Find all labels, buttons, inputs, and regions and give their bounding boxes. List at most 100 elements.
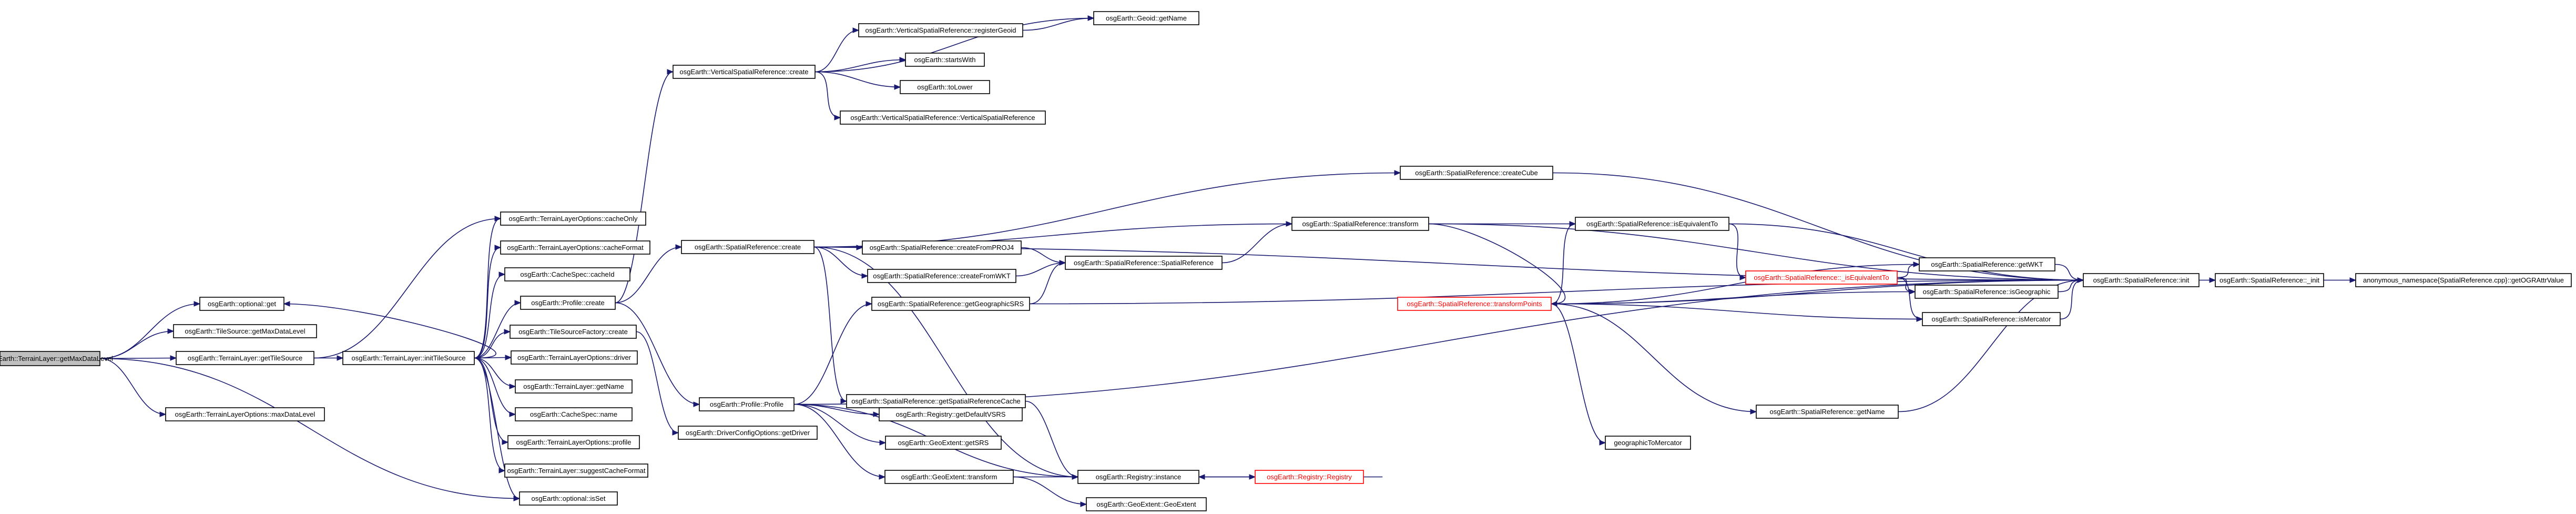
call-edge xyxy=(814,29,859,73)
call-edge xyxy=(615,71,674,304)
call-edge xyxy=(1728,223,1746,278)
call-edge xyxy=(313,218,501,359)
function-node[interactable]: osgEarth::Registry::getDefaultVSRS xyxy=(879,407,1023,421)
function-node[interactable]: osgEarth::Geoid::getName xyxy=(1093,11,1199,25)
call-edge-arrowhead xyxy=(1569,221,1576,227)
function-node[interactable]: osgEarth::SpatialReference::isEquivalent… xyxy=(1575,217,1729,231)
function-node[interactable]: osgEarth::GeoExtent::transform xyxy=(884,470,1014,484)
function-node[interactable]: osgEarth::optional::isSet xyxy=(519,491,618,506)
call-edge xyxy=(1551,303,1606,444)
function-node-box xyxy=(678,426,818,440)
function-node-label: osgEarth::SpatialReference::createFromWK… xyxy=(873,272,1011,280)
call-edge xyxy=(793,404,886,444)
call-edge xyxy=(474,357,508,443)
function-node-box xyxy=(681,240,814,254)
call-edge-arrowhead xyxy=(1072,474,1079,480)
function-node[interactable]: osgEarth::SpatialReference::getGeographi… xyxy=(871,297,1030,311)
call-edge-arrowhead xyxy=(159,411,167,417)
function-node-box xyxy=(1077,470,1199,484)
call-edge-arrowhead xyxy=(852,27,860,33)
call-edge-arrowhead xyxy=(1599,440,1606,446)
function-node[interactable]: osgEarth::SpatialReference::SpatialRefer… xyxy=(1065,256,1223,270)
call-edge xyxy=(474,247,501,359)
call-edge xyxy=(283,303,496,359)
function-node[interactable]: osgEarth::SpatialReference::transformPoi… xyxy=(1397,297,1552,311)
call-edge-arrowhead xyxy=(899,57,907,63)
function-node[interactable]: osgEarth::SpatialReference::create xyxy=(681,240,814,254)
function-node-box xyxy=(165,407,325,421)
function-node-label: osgEarth::SpatialReference::isGeographic xyxy=(1923,288,2051,296)
call-edge-arrowhead xyxy=(283,301,290,307)
call-edge-arrowhead xyxy=(879,440,887,446)
function-node[interactable]: osgEarth::VerticalSpatialReference::Vert… xyxy=(840,110,1046,125)
function-node[interactable]: osgEarth::SpatialReference::getSpatialRe… xyxy=(846,394,1026,408)
function-node[interactable]: geographicToMercator xyxy=(1605,436,1691,450)
function-node[interactable]: osgEarth::toLower xyxy=(900,80,990,94)
function-node-box xyxy=(519,491,618,506)
function-node[interactable]: osgEarth::TerrainLayer::getName xyxy=(515,379,633,394)
function-node[interactable]: osgEarth::SpatialReference::_isEquivalen… xyxy=(1745,270,1898,285)
function-node-box xyxy=(846,394,1026,408)
function-node-label: anonymous_namespace{SpatialReference.cpp… xyxy=(2363,276,2564,284)
function-node[interactable]: osgEarth::startsWith xyxy=(905,53,985,67)
function-node[interactable]: osgEarth::DriverConfigOptions::getDriver xyxy=(678,426,818,440)
function-node[interactable]: osgEarth::VerticalSpatialReference::regi… xyxy=(858,23,1023,37)
function-node[interactable]: osgEarth::CacheSpec::name xyxy=(515,407,633,421)
function-node-label: osgEarth::Registry::Registry xyxy=(1267,473,1352,481)
function-node-box xyxy=(510,325,637,339)
call-edge-arrowhead xyxy=(1750,409,1757,415)
function-node[interactable]: osgEarth::TileSource::getMaxDataLevel xyxy=(173,324,317,338)
function-node[interactable]: osgEarth::TerrainLayerOptions::cacheForm… xyxy=(500,240,650,255)
function-node-label: osgEarth::TerrainLayer::suggestCacheForm… xyxy=(507,467,645,475)
function-node-box xyxy=(520,296,616,310)
function-node-label: osgEarth::TerrainLayerOptions::cacheOnly xyxy=(509,215,638,223)
function-node[interactable]: osgEarth::optional::get xyxy=(199,297,284,311)
function-node[interactable]: osgEarth::Registry::instance xyxy=(1077,470,1199,484)
function-node-label: osgEarth::SpatialReference::isEquivalent… xyxy=(1586,220,1718,228)
function-node[interactable]: osgEarth::TileSourceFactory::create xyxy=(510,325,637,339)
function-node[interactable]: osgEarth::TerrainLayerOptions::driver xyxy=(511,350,638,365)
function-node[interactable]: osgEarth::Profile::create xyxy=(520,296,616,310)
function-node-label: osgEarth::TerrainLayerOptions::cacheForm… xyxy=(507,244,644,251)
function-node-box xyxy=(1255,470,1364,484)
function-node[interactable]: osgEarth::Registry::Registry xyxy=(1255,470,1364,484)
function-node-label: osgEarth::SpatialReference::_init xyxy=(2219,276,2319,284)
function-node[interactable]: osgEarth::SpatialReference::isMercator xyxy=(1922,312,2061,326)
function-node[interactable]: osgEarth::GeoExtent::GeoExtent xyxy=(1086,497,1207,511)
function-node[interactable]: osgEarth::TerrainLayerOptions::profile xyxy=(507,435,640,449)
function-node[interactable]: osgEarth::SpatialReference::transform xyxy=(1291,217,1429,231)
function-node-label: osgEarth::SpatialReference::isMercator xyxy=(1932,315,2052,323)
function-node-label: osgEarth::SpatialReference::transform xyxy=(1302,220,1418,228)
function-node[interactable]: osgEarth::SpatialReference::_init xyxy=(2215,273,2324,287)
function-node[interactable]: osgEarth::VerticalSpatialReference::crea… xyxy=(673,65,816,79)
function-node[interactable]: osgEarth::TerrainLayerOptions::cacheOnly xyxy=(500,211,646,226)
function-node[interactable]: osgEarth::SpatialReference::createFromWK… xyxy=(867,269,1016,283)
call-edge-arrowhead xyxy=(879,474,886,480)
call-edge xyxy=(474,357,505,471)
function-node[interactable]: anonymous_namespace{SpatialReference.cpp… xyxy=(2355,273,2572,287)
function-node[interactable]: osgEarth::TerrainLayer::getTileSource xyxy=(176,351,314,365)
function-node-box xyxy=(1605,436,1691,450)
function-node[interactable]: osgEarth::SpatialReference::init xyxy=(2083,273,2200,287)
function-node-label: osgEarth::Registry::getDefaultVSRS xyxy=(896,410,1006,418)
function-node[interactable]: osgEarth::TerrainLayer::suggestCacheForm… xyxy=(504,463,648,478)
call-edge xyxy=(1029,262,1066,305)
function-node-box xyxy=(1065,256,1223,270)
call-edge xyxy=(1021,247,1066,264)
function-node[interactable]: osgEarth::TerrainLayerOptions::maxDataLe… xyxy=(165,407,325,421)
call-edge-arrowhead xyxy=(834,115,841,120)
function-node[interactable]: osgEarth::GeoExtent::getSRS xyxy=(885,436,1002,450)
function-node[interactable]: osgEarth::SpatialReference::createFromPR… xyxy=(862,240,1022,255)
function-node-box xyxy=(500,211,646,226)
function-node[interactable]: osgEarth::SpatialReference::getWKT xyxy=(1919,257,2055,271)
function-node[interactable]: osgEarth::CacheSpec::cacheId xyxy=(504,267,630,281)
call-edge-arrowhead xyxy=(167,328,175,334)
function-node[interactable]: osgEarth::SpatialReference::createCube xyxy=(1400,166,1553,180)
function-node[interactable]: osgEarth::Profile::Profile xyxy=(699,397,795,411)
function-node[interactable]: osgEarth::TerrainLayer::initTileSource xyxy=(342,351,475,365)
function-node[interactable]: osgEarth::SpatialReference::getName xyxy=(1756,405,1899,419)
function-node[interactable]: osgEarth::SpatialReference::isGeographic xyxy=(1915,285,2059,299)
call-edge-arrowhead xyxy=(675,244,683,250)
call-edge-arrowhead xyxy=(509,384,516,389)
call-edge xyxy=(814,71,901,88)
